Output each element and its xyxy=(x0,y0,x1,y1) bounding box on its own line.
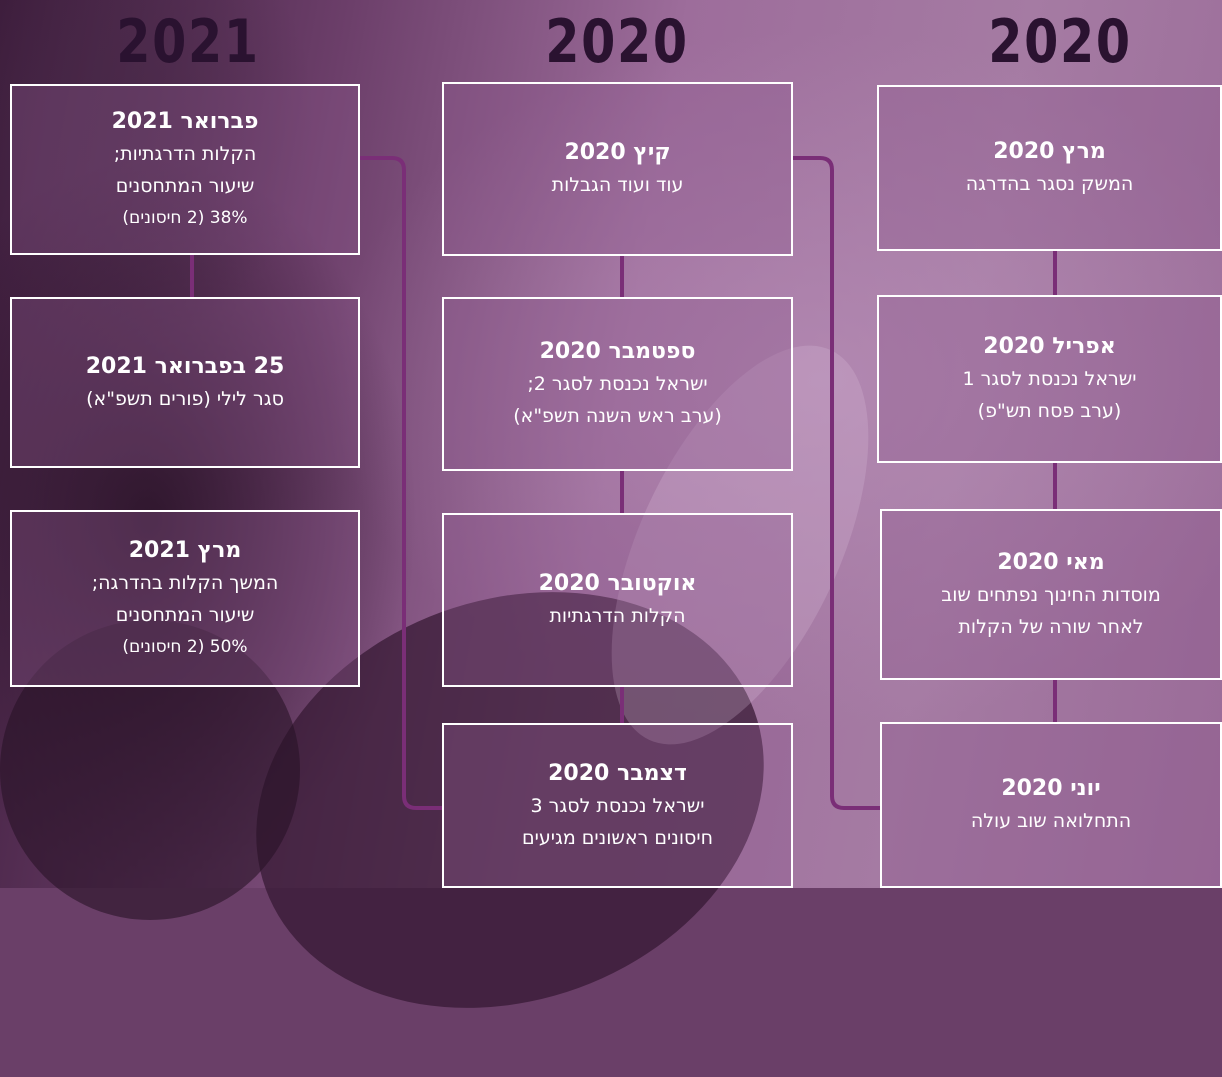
year-heading-col2: 2020 xyxy=(545,7,689,77)
box-text: לאחר שורה של הקלות xyxy=(958,615,1144,638)
timeline-box-may-2020: מאי 2020 מוסדות החינוך נפתחים שוב לאחר ש… xyxy=(880,509,1222,680)
box-text: הקלות הדרגתיות; xyxy=(113,142,257,165)
timeline-box-sep-2020: ספטמבר 2020 ישראל נכנסת לסגר 2; (ערב ראש… xyxy=(442,297,793,471)
timeline-box-oct-2020: אוקטובר 2020 הקלות הדרגתיות xyxy=(442,513,793,687)
box-text: ישראל נכנסת לסגר 3 xyxy=(530,794,705,817)
timeline-box-jun-2020: יוני 2020 התחלואה שוב עולה xyxy=(880,722,1222,888)
column-links xyxy=(360,156,880,810)
box-text: התחלואה שוב עולה xyxy=(970,810,1132,832)
box-title: מרץ 2020 xyxy=(993,139,1106,164)
box-text: 38% (2 חיסונים) xyxy=(122,207,248,228)
box-text: שיעור המתחסנים xyxy=(115,174,255,197)
box-text: המשך הקלות בהדרגה; xyxy=(91,571,279,594)
connector-line xyxy=(620,470,624,514)
timeline-box-summer-2020: קיץ 2020 עוד ועוד הגבלות xyxy=(442,82,793,256)
link-col2-to-col3 xyxy=(360,156,442,810)
box-title: 25 בפברואר 2021 xyxy=(85,353,285,379)
box-text: (ערב פסח תש"פ) xyxy=(977,400,1122,422)
box-text: מוסדות החינוך נפתחים שוב xyxy=(941,583,1161,606)
timeline-box-mar-2020: מרץ 2020 המשק נסגר בהדרגה xyxy=(877,85,1222,251)
year-heading-col3: 2021 xyxy=(116,7,260,77)
connector-line xyxy=(190,255,194,297)
box-title: ספטמבר 2020 xyxy=(539,339,696,364)
connector-line xyxy=(620,256,624,298)
box-title: מרץ 2021 xyxy=(128,537,242,563)
box-text: שיעור המתחסנים xyxy=(115,603,255,626)
box-text: המשק נסגר בהדרגה xyxy=(965,173,1134,195)
box-title: פברואר 2021 xyxy=(111,108,259,134)
link-col1-to-col2 xyxy=(793,156,880,810)
timeline-box-dec-2020: דצמבר 2020 ישראל נכנסת לסגר 3 חיסונים רא… xyxy=(442,723,793,888)
connector-line xyxy=(1053,680,1057,722)
box-text: (ערב ראש השנה תשפ"א) xyxy=(513,405,722,427)
box-text: ישראל נכנסת לסגר 2; xyxy=(527,373,708,395)
timeline-box-apr-2020: אפריל 2020 ישראל נכנסת לסגר 1 (ערב פסח ת… xyxy=(877,295,1222,463)
box-title: מאי 2020 xyxy=(997,549,1105,575)
connector-line xyxy=(1053,250,1057,296)
year-heading-col1: 2020 xyxy=(988,7,1132,77)
box-text: סגר לילי (פורים תשפ"א) xyxy=(86,387,284,410)
box-text: הקלות הדרגתיות xyxy=(549,605,686,627)
timeline-box-feb-2021: פברואר 2021 הקלות הדרגתיות; שיעור המתחסנ… xyxy=(10,84,360,255)
box-text: חיסונים ראשונים מגיעים xyxy=(522,826,713,849)
connector-line xyxy=(1053,463,1057,509)
connector-line xyxy=(620,686,624,724)
box-title: אפריל 2020 xyxy=(983,334,1116,359)
timeline-box-feb-25-2021: 25 בפברואר 2021 סגר לילי (פורים תשפ"א) xyxy=(10,297,360,468)
timeline-box-mar-2021: מרץ 2021 המשך הקלות בהדרגה; שיעור המתחסנ… xyxy=(10,510,360,687)
box-text: עוד ועוד הגבלות xyxy=(551,174,684,196)
box-title: יוני 2020 xyxy=(1001,776,1101,801)
box-title: דצמבר 2020 xyxy=(548,760,687,786)
box-title: אוקטובר 2020 xyxy=(538,571,697,596)
box-title: קיץ 2020 xyxy=(564,140,671,165)
box-text: ישראל נכנסת לסגר 1 xyxy=(962,368,1137,390)
box-text: 50% (2 חיסונים) xyxy=(122,636,248,657)
